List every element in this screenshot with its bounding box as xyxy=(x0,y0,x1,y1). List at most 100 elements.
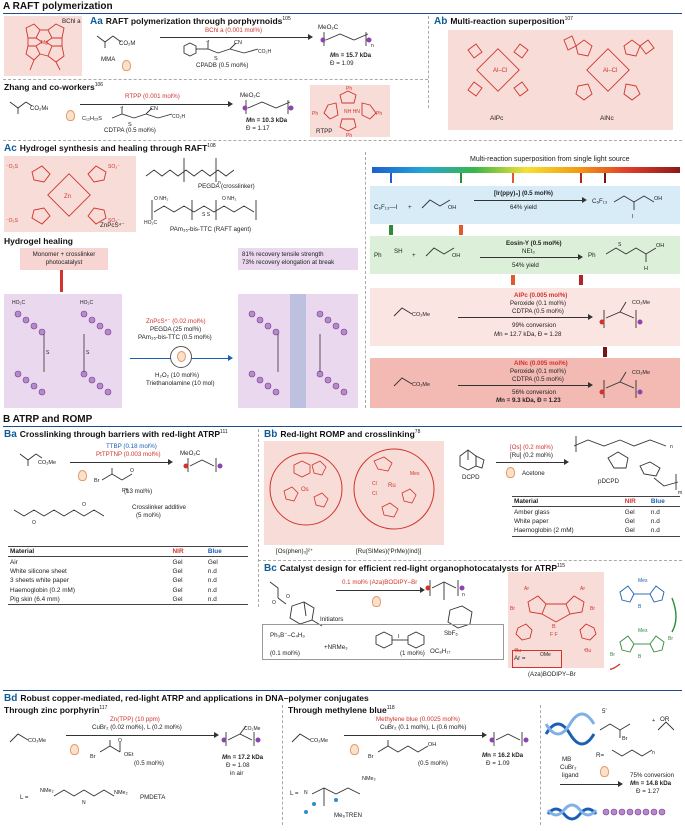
mn-symbol: M xyxy=(496,397,502,404)
table-cell: Gel xyxy=(172,577,183,585)
section-divider xyxy=(3,690,682,692)
svg-text:+: + xyxy=(652,718,655,724)
arrow-head xyxy=(168,459,173,465)
svg-text:B: B xyxy=(638,654,642,660)
aa-mn: Mn = 15.7 kDa xyxy=(330,52,371,59)
dna-polymer-conjugate xyxy=(546,803,666,821)
bornyl-acrylate-structure: OO xyxy=(269,581,323,627)
table-cell: n.d xyxy=(648,526,680,537)
table-cell: Gel xyxy=(624,508,635,516)
oc-label: OC₈H₁₇ xyxy=(430,648,451,655)
ba-polymer-structure xyxy=(183,458,223,472)
dna-mb: MB xyxy=(562,756,572,763)
dna-dispersity: Đ = 1.27 xyxy=(636,788,660,795)
nrme-label: +NRMe₃ xyxy=(324,644,348,651)
arrow-head xyxy=(308,34,313,40)
mb-polymer-structure xyxy=(489,732,529,746)
pdcpd-structure: nm xyxy=(573,436,682,496)
r4-product: CO₂Me xyxy=(632,370,650,376)
zinc-initiator-structure: Br OEt O xyxy=(90,738,134,760)
hydrogel-network-right xyxy=(248,294,348,408)
svg-text:O: O xyxy=(272,600,276,606)
borate-amount: (0.1 mol%) xyxy=(270,650,300,657)
hydrogel-right-box xyxy=(238,294,358,408)
cpadb-structure: SS CN CO₂H xyxy=(183,40,271,62)
mn-symbol: M xyxy=(246,117,252,124)
svg-text:n: n xyxy=(670,444,673,450)
svg-text:ᵗBu: ᵗBu xyxy=(584,648,591,654)
svg-text:O: O xyxy=(32,520,36,526)
sub-letter: Bb xyxy=(264,429,278,440)
r4-conversion: 56% conversion xyxy=(512,389,557,396)
r2-base: NEt₃ xyxy=(522,248,535,255)
sub-letter: Ba xyxy=(4,429,17,440)
reaction-arrow xyxy=(458,385,590,386)
zhang-polymer-structure xyxy=(242,100,294,114)
light-bulb-icon xyxy=(372,596,381,607)
mn-symbol: M xyxy=(494,331,500,338)
row-divider xyxy=(3,79,428,80)
section-letter: B xyxy=(3,414,11,425)
mn-value: n = 15.7 kDa xyxy=(335,52,372,59)
zhang-header: Zhang and co-workers106 xyxy=(4,82,103,92)
initiators-box xyxy=(262,624,504,660)
alnc-label: AlNc xyxy=(600,115,614,122)
arrow-head xyxy=(228,355,233,361)
healing-cond3: PAm₃₅-bis-TTC (0.5 mol%) xyxy=(138,334,212,341)
ref: 106 xyxy=(94,82,104,89)
zhang-raft-agent: CDTPA (0.5 mol%) xyxy=(104,127,156,134)
mb-mn: Mn = 16.2 kDa xyxy=(482,752,523,759)
r4-cond2: Peroxide (0.1 mol%) xyxy=(510,368,567,375)
svg-text:S: S xyxy=(206,40,210,44)
sub-letter: Ac xyxy=(4,143,17,154)
healing-cond2: PEGDA (25 mol%) xyxy=(150,326,202,333)
svg-text:CO₂H: CO₂H xyxy=(172,114,185,120)
table-cell: Gel xyxy=(170,594,206,606)
table-cell: n.d xyxy=(650,517,660,525)
svg-text:NH HN: NH HN xyxy=(344,109,360,115)
mn-symbol: M xyxy=(630,780,636,787)
chain-label: C₁₂H₂₅S xyxy=(82,116,102,122)
table-cell: 3 sheets white paper xyxy=(10,577,69,585)
dna-cu: CuBr₂ xyxy=(560,764,577,771)
dna-five-prime: 5' xyxy=(602,708,607,715)
allyl-alcohol-structure: OH xyxy=(425,247,460,259)
svg-text:Mes: Mes xyxy=(410,471,420,477)
sub-title: Catalyst design for efficient red-light … xyxy=(279,563,558,573)
r2-reactant: Ph xyxy=(374,252,382,259)
svg-text:CO₂Me: CO₂Me xyxy=(38,460,56,466)
table-cell: n.d xyxy=(207,567,217,575)
superposition-header: Multi-reaction superposition from single… xyxy=(470,156,630,163)
light-arrow xyxy=(389,225,393,235)
svg-text:SO₃⁻: SO₃⁻ xyxy=(108,218,120,224)
healing-cond1: ZnPcS⁴⁻ (0.02 mol%) xyxy=(146,318,206,325)
svg-text:Ar: Ar xyxy=(580,586,585,592)
cn-label: CN xyxy=(150,106,158,112)
sub-title: Crosslinking through barriers with red-l… xyxy=(19,429,221,439)
table-cell: Air xyxy=(10,558,18,566)
svg-text:S S: S S xyxy=(202,212,211,218)
section-title: ATRP and ROMP xyxy=(12,414,93,425)
svg-text:O: O xyxy=(82,502,86,508)
section-divider xyxy=(3,13,682,15)
column-header: NIR xyxy=(622,495,649,508)
ref: 108 xyxy=(207,143,216,150)
dna-r-label: R= xyxy=(596,752,605,759)
table-cell: n.d xyxy=(207,586,217,594)
aa-raft-agent: CPADB (0.5 mol%) xyxy=(196,62,249,69)
sub-letter: Bd xyxy=(4,693,18,704)
column-header: NIR xyxy=(170,545,206,558)
mb-catalyst-2: CuBr₂ (0.1 mol%), L (0.6 mol%) xyxy=(380,724,467,731)
svg-text:Mg: Mg xyxy=(41,40,48,46)
oh-label: OH xyxy=(452,253,460,259)
table-cell: Amber glass xyxy=(514,508,550,516)
zinc-header: Through zinc porphyrin117 xyxy=(4,705,107,715)
